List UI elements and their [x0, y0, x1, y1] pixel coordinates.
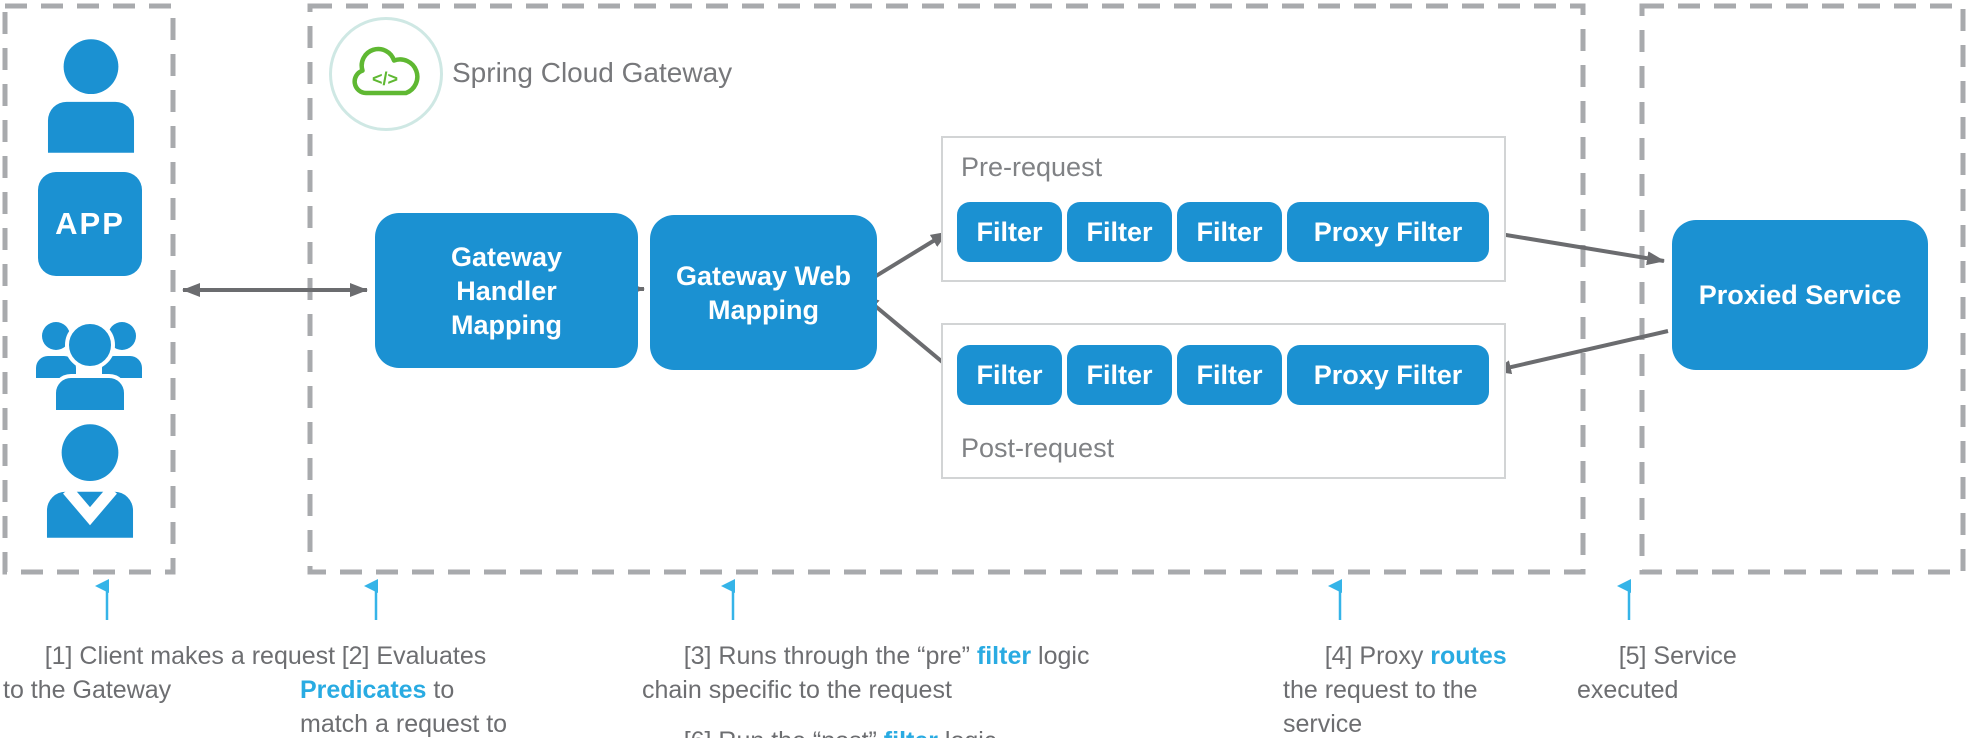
- arrow-service-to-proxyfilter: [1493, 329, 1669, 375]
- arrow-proxyfilter-to-service: [1487, 230, 1665, 266]
- gateway-region-outline: [307, 3, 1586, 575]
- client-region-outline: [2, 3, 176, 575]
- arrow-web-to-pre-chain: [856, 230, 950, 289]
- arrow-post-chain-to-web: [860, 293, 954, 372]
- service-region-outline: [1639, 3, 1966, 575]
